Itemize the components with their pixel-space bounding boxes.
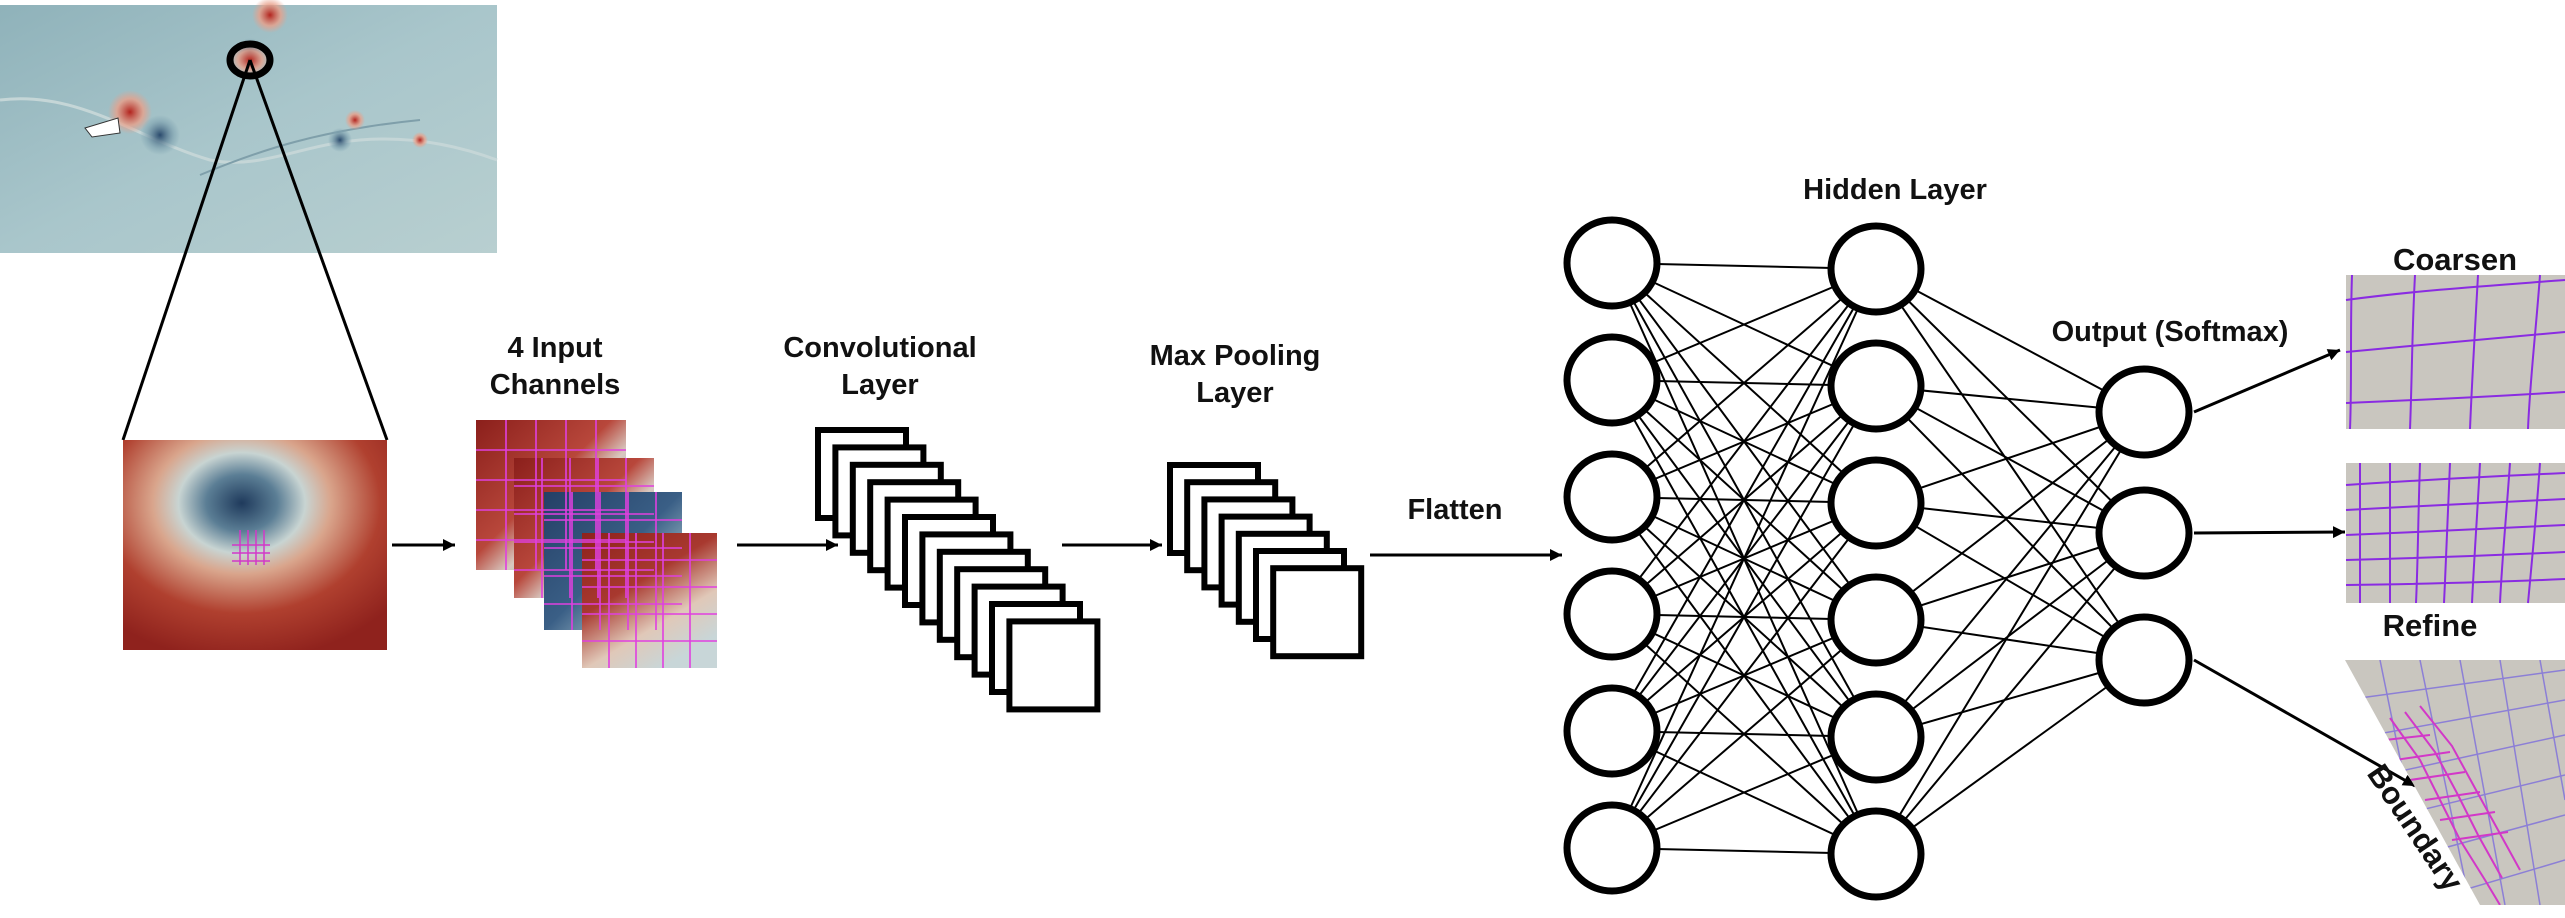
connection-input-hidden xyxy=(1611,385,1877,849)
connection-hidden-output xyxy=(1875,659,2145,855)
arrow-to-boundary xyxy=(2193,658,2416,788)
pool-feature-map-stack xyxy=(1167,462,1365,660)
hidden-neuron xyxy=(1827,456,1925,550)
connection-input-hidden xyxy=(1611,268,1877,498)
conv-feature-map xyxy=(1006,618,1101,713)
connection-hidden-output xyxy=(1875,268,2145,661)
input-neuron xyxy=(1563,216,1661,310)
max-pooling-label: Max Pooling Layer xyxy=(1149,340,1321,410)
connection-hidden-output xyxy=(1875,411,2145,738)
input-neuron xyxy=(1563,801,1661,895)
hidden-neuron xyxy=(1827,573,1925,667)
input-neuron xyxy=(1563,450,1661,544)
arrow-to-coarsen xyxy=(2193,348,2341,414)
hidden-layer-label: Hidden Layer xyxy=(1803,174,1987,206)
connection-hidden-output xyxy=(1875,532,2145,855)
connection-hidden-output xyxy=(1875,532,2145,738)
output-neuron xyxy=(2095,613,2193,707)
coarsen-label: Coarsen xyxy=(2392,242,2518,277)
network-neurons xyxy=(1563,216,2193,901)
hidden-neuron xyxy=(1827,690,1925,784)
connection-input-hidden xyxy=(1611,268,1877,615)
flatten-label: Flatten xyxy=(1407,494,1503,526)
refine-mesh-image xyxy=(2345,462,2565,604)
hidden-neuron xyxy=(1827,339,1925,433)
connection-hidden-output xyxy=(1875,411,2145,621)
input-neuron xyxy=(1563,684,1661,778)
input-neuron xyxy=(1563,333,1661,427)
arrow-to-refine xyxy=(2193,526,2346,539)
refine-label: Refine xyxy=(2382,608,2478,643)
zoom-line-left xyxy=(121,59,252,441)
connection-hidden-output xyxy=(1875,268,2145,534)
connection-input-hidden xyxy=(1611,268,1877,849)
connection-hidden-output xyxy=(1875,385,2145,534)
zoom-line-right xyxy=(248,59,389,441)
input-channels-stack xyxy=(476,420,717,668)
connection-hidden-output xyxy=(1875,268,2145,413)
connection-input-hidden xyxy=(1611,619,1877,849)
input-channels-label: 4 Input Channels xyxy=(489,332,621,402)
output-neuron xyxy=(2095,486,2193,580)
coarsen-mesh-image xyxy=(2345,274,2565,430)
hidden-neuron xyxy=(1827,222,1925,316)
input-channel-4 xyxy=(582,533,717,668)
flow-field-image xyxy=(0,0,498,253)
hidden-neuron xyxy=(1827,807,1925,901)
pool-feature-map xyxy=(1270,565,1365,660)
conv-layer-label: Convolutional Layer xyxy=(783,332,977,402)
zoomed-field-image xyxy=(123,440,387,650)
input-neuron xyxy=(1563,567,1661,661)
conv-feature-map-stack xyxy=(815,427,1101,713)
connection-input-hidden xyxy=(1611,502,1877,849)
connection-hidden-output xyxy=(1875,411,2145,855)
output-neuron xyxy=(2095,365,2193,459)
connection-hidden-output xyxy=(1875,502,2145,661)
output-softmax-label: Output (Softmax) xyxy=(2051,316,2289,348)
connection-input-hidden xyxy=(1611,268,1877,732)
connection-hidden-output xyxy=(1875,385,2145,661)
